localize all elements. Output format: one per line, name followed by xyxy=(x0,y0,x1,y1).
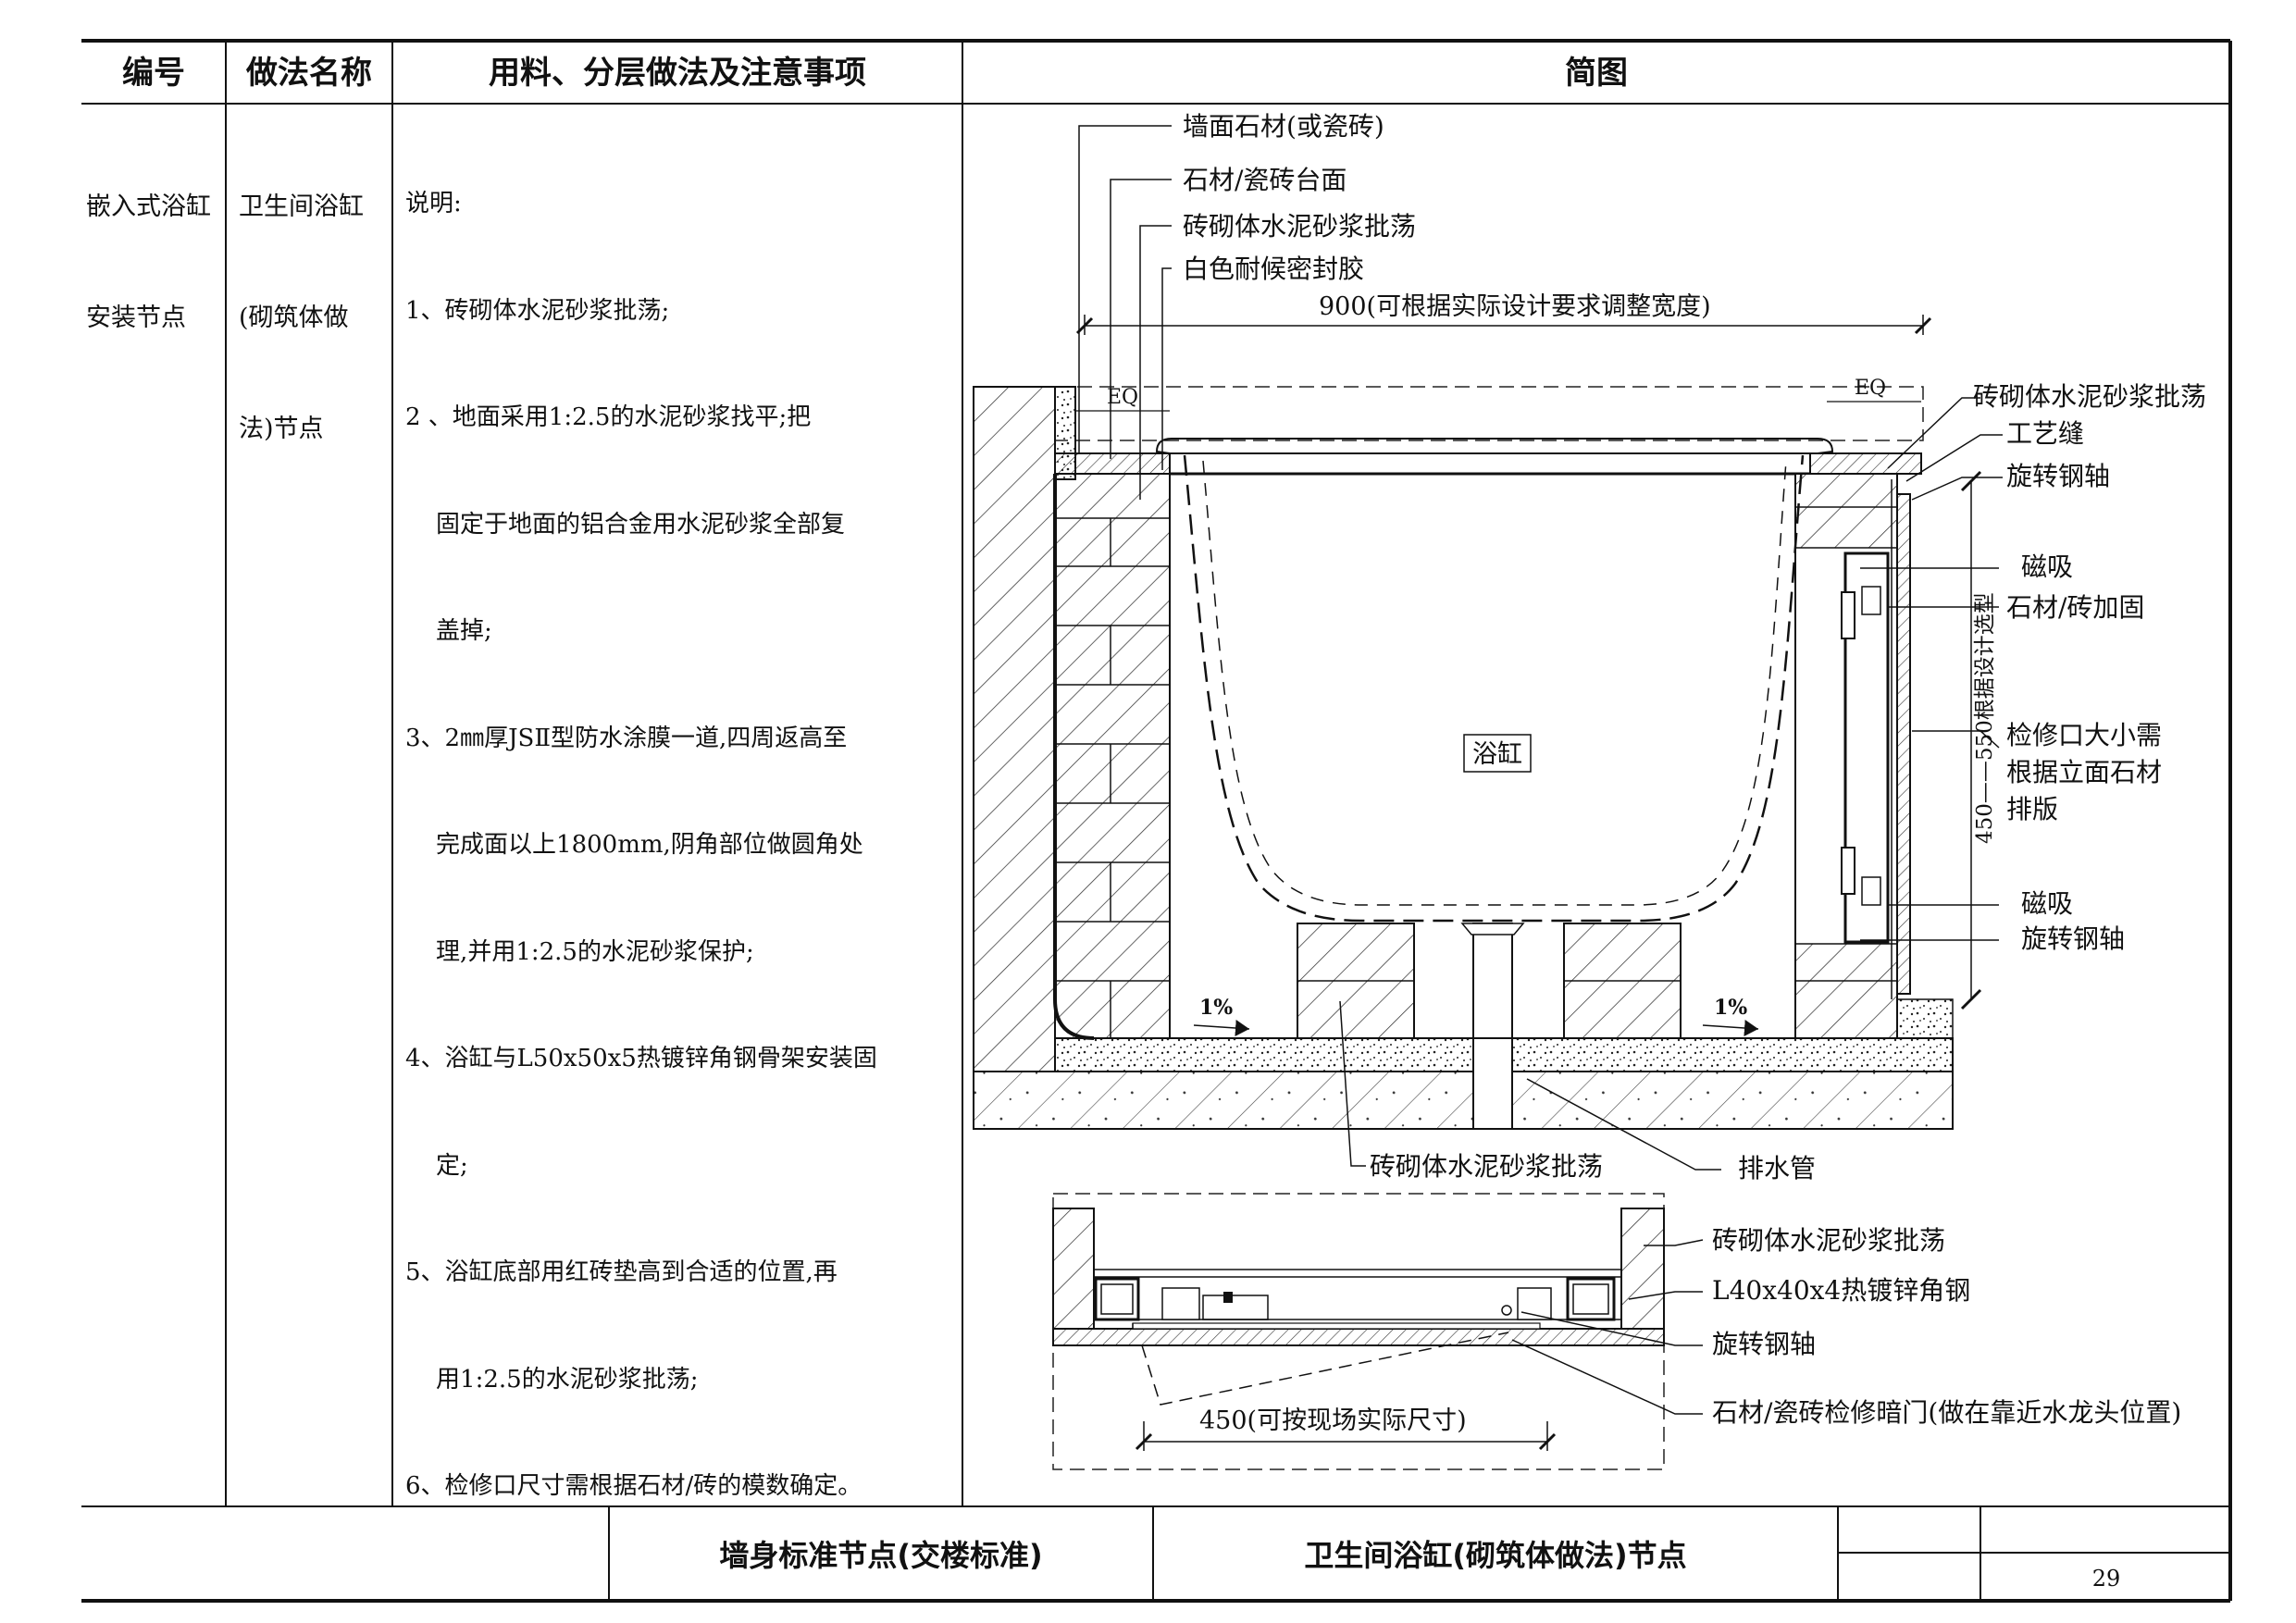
header-name: 做法名称 xyxy=(245,55,372,92)
access-door-panel xyxy=(1896,493,1911,995)
section-drawing: 1% 1% 浴缸 900(可根据实际设计要求调整宽度) EQ EQ 450——5… xyxy=(973,111,2206,1183)
label-brick-plaster-bottom: 砖砌体水泥砂浆批荡 xyxy=(1370,1151,1603,1182)
plan-label-hidden-door: 石材/瓷砖检修暗门(做在靠近水龙头位置) xyxy=(1712,1397,2181,1428)
label-sealant: 白色耐候密封胶 xyxy=(1183,254,1364,284)
height-dimension: 450——550根据设计选型 xyxy=(1973,592,1997,844)
label-brick-plaster-top: 砖砌体水泥砂浆批荡 xyxy=(1183,211,1416,242)
plan-label-angle-steel: L40x40x4热镀锌角钢 xyxy=(1712,1275,1970,1306)
eq-right: EQ xyxy=(1855,377,1886,400)
footer-series: 墙身标准节点(交楼标准) xyxy=(719,1538,1042,1573)
bathtub-label: 浴缸 xyxy=(1472,740,1522,769)
name-line: 卫生间浴缸 xyxy=(239,192,364,221)
label-rotating-shaft-bottom: 旋转钢轴 xyxy=(2021,923,2125,954)
notes-line: 3、2㎜厚JSⅡ型防水涂膜一道,四周返高至 xyxy=(405,724,848,752)
notes-line: 6、检修口尺寸需根据石材/砖的模数确定。 xyxy=(405,1472,863,1500)
slope-right: 1% xyxy=(1714,996,1747,1020)
header-code: 编号 xyxy=(122,55,185,92)
notes-cell: 说明: 1、砖砌体水泥砂浆批荡; 2 、地面采用1:2.5的水泥砂浆找平;把 固… xyxy=(405,115,877,1540)
countertop-left xyxy=(1054,452,1171,475)
notes-line: 完成面以上1800mm,阴角部位做圆角处 xyxy=(405,831,863,859)
countertop-right xyxy=(1809,452,1922,475)
notes-line: 定; xyxy=(405,1151,468,1180)
notes-line: 5、浴缸底部用红砖垫高到合适的位置,再 xyxy=(405,1258,838,1286)
label-magnet-top: 磁吸 xyxy=(2021,551,2073,582)
notes-line: 2 、地面采用1:2.5的水泥砂浆找平;把 xyxy=(405,403,812,431)
label-brick-plaster-right: 砖砌体水泥砂浆批荡 xyxy=(1973,381,2206,412)
slope-left: 1% xyxy=(1199,996,1233,1020)
footer-title: 卫生间浴缸(砌筑体做法)节点 xyxy=(1304,1538,1686,1573)
eq-left: EQ xyxy=(1107,386,1138,409)
label-magnet-bottom: 磁吸 xyxy=(2021,888,2073,919)
label-stone-reinforce: 石材/砖加固 xyxy=(2006,592,2144,623)
width-dimension: 900(可根据实际设计要求调整宽度) xyxy=(1319,292,1711,321)
plan-label-brick-plaster: 砖砌体水泥砂浆批荡 xyxy=(1712,1225,1945,1256)
notes-line: 固定于地面的铝合金用水泥砂浆全部复 xyxy=(405,510,846,539)
name-line: (砌筑体做 xyxy=(239,304,349,332)
code-line: 安装节点 xyxy=(86,304,186,332)
plan-drawing: 450(可按现场实际尺寸) 砖砌体水泥砂浆批荡 L40x40x4热镀锌角钢 旋转… xyxy=(1052,1193,2181,1470)
notes-line: 4、浴缸与L50x50x5热镀锌角钢骨架安装固 xyxy=(405,1045,877,1072)
label-craft-joint: 工艺缝 xyxy=(2006,418,2084,449)
label-drain-pipe: 排水管 xyxy=(1738,1153,1816,1183)
plan-width-dimension: 450(可按现场实际尺寸) xyxy=(1199,1406,1467,1435)
label-wall-stone: 墙面石材(或瓷砖) xyxy=(1183,111,1384,142)
left-wall xyxy=(973,386,1056,1072)
label-countertop: 石材/瓷砖台面 xyxy=(1183,165,1347,195)
notes-line: 理,并用1:2.5的水泥砂浆保护; xyxy=(405,937,754,966)
page-number: 29 xyxy=(2092,1566,2121,1592)
notes-line: 盖掉; xyxy=(405,617,492,645)
label-access-3: 排版 xyxy=(2006,794,2058,824)
code-cell: 嵌入式浴缸 安装节点 xyxy=(86,115,211,374)
header-diagram: 简图 xyxy=(1565,55,1628,92)
name-line: 法)节点 xyxy=(239,415,324,443)
header-notes: 用料、分层做法及注意事项 xyxy=(489,55,866,92)
label-access-2: 根据立面石材 xyxy=(2006,757,2162,787)
label-rotating-shaft-top: 旋转钢轴 xyxy=(2006,461,2110,491)
brick-wall-left xyxy=(1054,473,1171,1039)
notes-line: 用1:2.5的水泥砂浆批荡; xyxy=(405,1365,699,1394)
section-outline xyxy=(1054,386,1924,441)
bathtub-outline xyxy=(1183,454,1805,923)
table-frame xyxy=(81,39,2232,1603)
notes-line: 1、砖砌体水泥砂浆批荡; xyxy=(405,296,670,325)
floor-slab xyxy=(973,1071,1954,1130)
plan-label-rotating-shaft: 旋转钢轴 xyxy=(1712,1329,1816,1359)
label-access-1: 检修口大小需 xyxy=(2006,720,2162,750)
name-cell: 卫生间浴缸 (砌筑体做 法)节点 xyxy=(239,115,364,485)
code-line: 嵌入式浴缸 xyxy=(86,192,211,221)
notes-line: 说明: xyxy=(405,190,462,217)
